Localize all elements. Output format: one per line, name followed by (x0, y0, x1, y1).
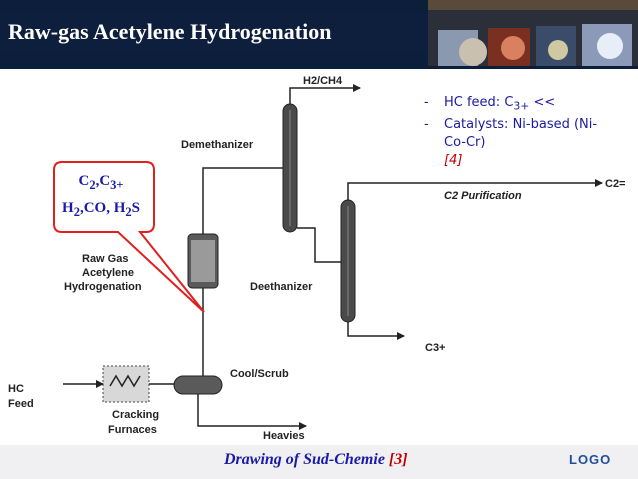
cool-scrub-drum (173, 375, 223, 395)
callout-line-2: H2,CO, H2S (62, 200, 140, 219)
label-feed: Feed (8, 398, 34, 410)
header-band: Raw-gas Acetylene Hydrogenation (0, 0, 638, 66)
note-hc-feed: - HC feed: C3+ << (424, 95, 556, 113)
label-raw-gas-1: Raw Gas (82, 253, 128, 265)
label-deethanizer: Deethanizer (250, 281, 313, 293)
callout-line-1: C2,C3+ (78, 173, 124, 192)
label-heavies: Heavies (263, 430, 305, 442)
notes-list: - HC feed: C3+ << - Catalysts: Ni-based … (424, 94, 614, 170)
label-demethanizer: Demethanizer (181, 139, 254, 151)
label-raw-gas-2: Acetylene (82, 267, 134, 279)
slide-title: Raw-gas Acetylene Hydrogenation (0, 12, 428, 52)
label-raw-gas-3: Hydrogenation (64, 281, 142, 293)
logo: LOGO (569, 452, 612, 467)
label-cool-scrub: Cool/Scrub (230, 368, 289, 380)
cracking-furnace (102, 365, 150, 403)
label-furnaces: Furnaces (108, 424, 157, 436)
demethanizer-column (282, 103, 298, 233)
label-c3plus: C3+ (425, 342, 446, 354)
note-catalysts: - Catalysts: Ni-based (Ni-Co-Cr)[4] (424, 116, 598, 168)
process-lines (63, 84, 603, 430)
figure-caption: Drawing of Sud-Chemie [3] (224, 451, 408, 468)
label-c2-purification: C2 Purification (444, 190, 522, 202)
header-photo (428, 0, 638, 66)
footer-band (0, 445, 638, 479)
label-c2-out: C2= (605, 178, 626, 190)
header-divider (0, 66, 638, 69)
label-h2ch4: H2/CH4 (303, 75, 343, 87)
callout (53, 161, 205, 313)
acetylene-reactor (187, 228, 219, 289)
deethanizer-column (340, 199, 356, 323)
callout-text: C2,C3+ H2,CO, H2S (50, 170, 152, 224)
label-cracking: Cracking (112, 409, 159, 421)
label-hc: HC (8, 383, 24, 395)
